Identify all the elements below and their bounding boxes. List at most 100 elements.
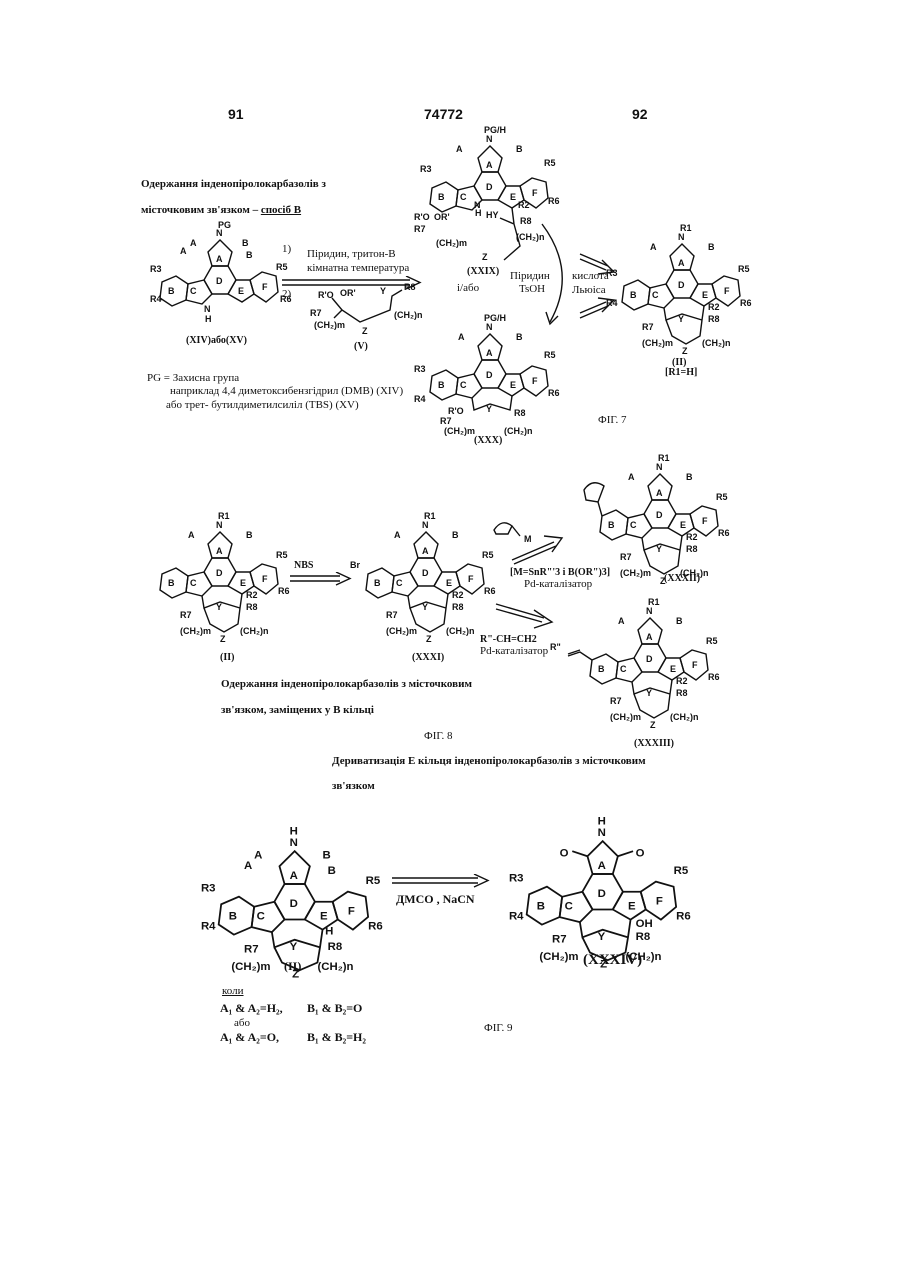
svg-text:B: B [686, 472, 693, 482]
fig7-method: спосіб В [261, 204, 301, 216]
svg-text:Z: Z [650, 720, 656, 730]
fig7-product-condition: [R1=H] [665, 367, 697, 378]
svg-text:C: C [190, 286, 197, 296]
svg-text:HY: HY [486, 210, 499, 220]
svg-text:A: A [458, 332, 465, 342]
svg-text:R3: R3 [509, 873, 524, 885]
svg-text:B: B [246, 530, 253, 540]
svg-text:F: F [656, 895, 663, 907]
svg-text:B: B [516, 332, 523, 342]
svg-text:R5: R5 [276, 550, 288, 560]
fig7-step1-line2: кімнатна температура [307, 262, 409, 274]
svg-text:R5: R5 [706, 636, 718, 646]
fig7-caption-line2: місточковим зв'язком – спосіб В [141, 204, 301, 216]
svg-text:R5: R5 [544, 350, 556, 360]
svg-text:R'O: R'O [318, 290, 334, 300]
svg-text:R6: R6 [740, 298, 752, 308]
svg-text:R7: R7 [642, 322, 654, 332]
svg-text:R7: R7 [440, 416, 452, 426]
svg-text:A: A [190, 238, 197, 248]
svg-text:N: N [486, 322, 493, 332]
svg-text:(CH₂)n: (CH₂)n [504, 426, 533, 436]
fig8-arrow-lower [494, 600, 556, 630]
fig7-and-or: і/або [457, 282, 479, 294]
svg-text:H: H [598, 816, 606, 828]
svg-text:Z: Z [220, 634, 226, 644]
svg-text:E: E [702, 290, 708, 300]
svg-text:(CH₂)n: (CH₂)n [670, 712, 699, 722]
svg-text:B: B [168, 578, 175, 588]
fig7-lewis-1: кислота [572, 270, 609, 282]
fig9-product-label: (XXXIV) [583, 952, 642, 969]
svg-text:R'O: R'O [414, 212, 430, 222]
fig8-prod1-structure: ADCB EF NR1 AB R5R6 R2R8YR7 (CH₂)m(CH₂)n… [590, 456, 740, 586]
svg-text:R5: R5 [482, 550, 494, 560]
svg-text:Y: Y [646, 688, 652, 698]
fig8-alkene-reagent: R"-CH=CH2 [480, 634, 537, 645]
svg-text:A: A [598, 860, 606, 872]
svg-text:Br: Br [350, 560, 360, 570]
svg-text:B: B [246, 250, 253, 260]
svg-text:D: D [598, 888, 606, 900]
svg-text:N: N [646, 606, 653, 616]
svg-text:R6: R6 [548, 388, 560, 398]
svg-text:C: C [630, 520, 637, 530]
fig9-caption-line1: Дериватизація Е кільця інденопіролокарба… [332, 755, 646, 767]
fig8-caption-line1: Одержання інденопіролокарбазолів з місто… [221, 678, 472, 690]
svg-text:C: C [565, 900, 573, 912]
svg-text:R7: R7 [180, 610, 192, 620]
svg-text:A: A [422, 546, 429, 556]
svg-text:B: B [452, 530, 459, 540]
svg-text:R4: R4 [150, 294, 162, 304]
fig8-bromo-label: (XXXI) [412, 652, 444, 663]
svg-text:D: D [646, 654, 653, 664]
svg-text:B: B [598, 664, 605, 674]
svg-text:A: A [618, 616, 625, 626]
svg-text:D: D [216, 568, 223, 578]
svg-text:R6: R6 [548, 196, 560, 206]
svg-text:R3: R3 [606, 268, 618, 278]
svg-text:R4: R4 [201, 921, 216, 933]
svg-text:R8: R8 [636, 931, 651, 943]
svg-text:R8: R8 [676, 688, 688, 698]
svg-text:OR': OR' [340, 288, 356, 298]
svg-text:N: N [290, 837, 298, 849]
svg-text:R7: R7 [310, 308, 322, 318]
svg-text:(CH₂)m: (CH₂)m [231, 961, 270, 973]
svg-text:F: F [262, 574, 268, 584]
svg-text:Y: Y [422, 602, 428, 612]
svg-text:R8: R8 [404, 282, 416, 292]
fig9-condition-2a: A₁ & A₂=O, [220, 1030, 279, 1045]
fig7-step1-num: 1) [282, 243, 291, 255]
svg-text:B: B [708, 242, 715, 252]
svg-text:R8: R8 [246, 602, 258, 612]
svg-text:OH: OH [636, 918, 653, 930]
svg-text:R2: R2 [676, 676, 688, 686]
svg-text:(CH₂)m: (CH₂)m [539, 951, 578, 963]
svg-text:F: F [692, 660, 698, 670]
svg-text:C: C [190, 578, 197, 588]
svg-text:B: B [242, 238, 249, 248]
svg-text:A: A [678, 258, 685, 268]
fig9-start-structure: ADCB EF NH AABB R3R4R5R6 HR8YR7 (CH₂)m(C… [206, 828, 396, 978]
fig8-prod2-structure: R" ADCB EF NR1 AB R5R6 R2R8YR7 (CH₂)m(CH… [580, 600, 740, 730]
svg-text:Y: Y [216, 602, 222, 612]
svg-text:R6: R6 [368, 921, 383, 933]
svg-text:R7: R7 [610, 696, 622, 706]
svg-text:(CH₂)m: (CH₂)m [386, 626, 417, 636]
svg-text:R3: R3 [420, 164, 432, 174]
svg-text:(CH₂)n: (CH₂)n [446, 626, 475, 636]
svg-text:PG: PG [218, 220, 231, 230]
fig8-prod1-label: (XXXII) [664, 573, 700, 584]
fig9-condition-1b: B₁ & B₂=O [307, 1001, 362, 1016]
svg-text:N: N [422, 520, 429, 530]
document-number: 74772 [424, 106, 463, 122]
svg-text:R1: R1 [424, 511, 436, 521]
svg-text:R6: R6 [676, 911, 691, 923]
svg-text:A: A [188, 530, 195, 540]
svg-text:H: H [325, 926, 333, 938]
svg-text:(CH₂)m: (CH₂)m [180, 626, 211, 636]
fig7-pg-example-2: або трет- бутилдиметилсиліл (TBS) (XV) [166, 399, 359, 411]
svg-text:N: N [598, 827, 606, 839]
svg-text:F: F [468, 574, 474, 584]
